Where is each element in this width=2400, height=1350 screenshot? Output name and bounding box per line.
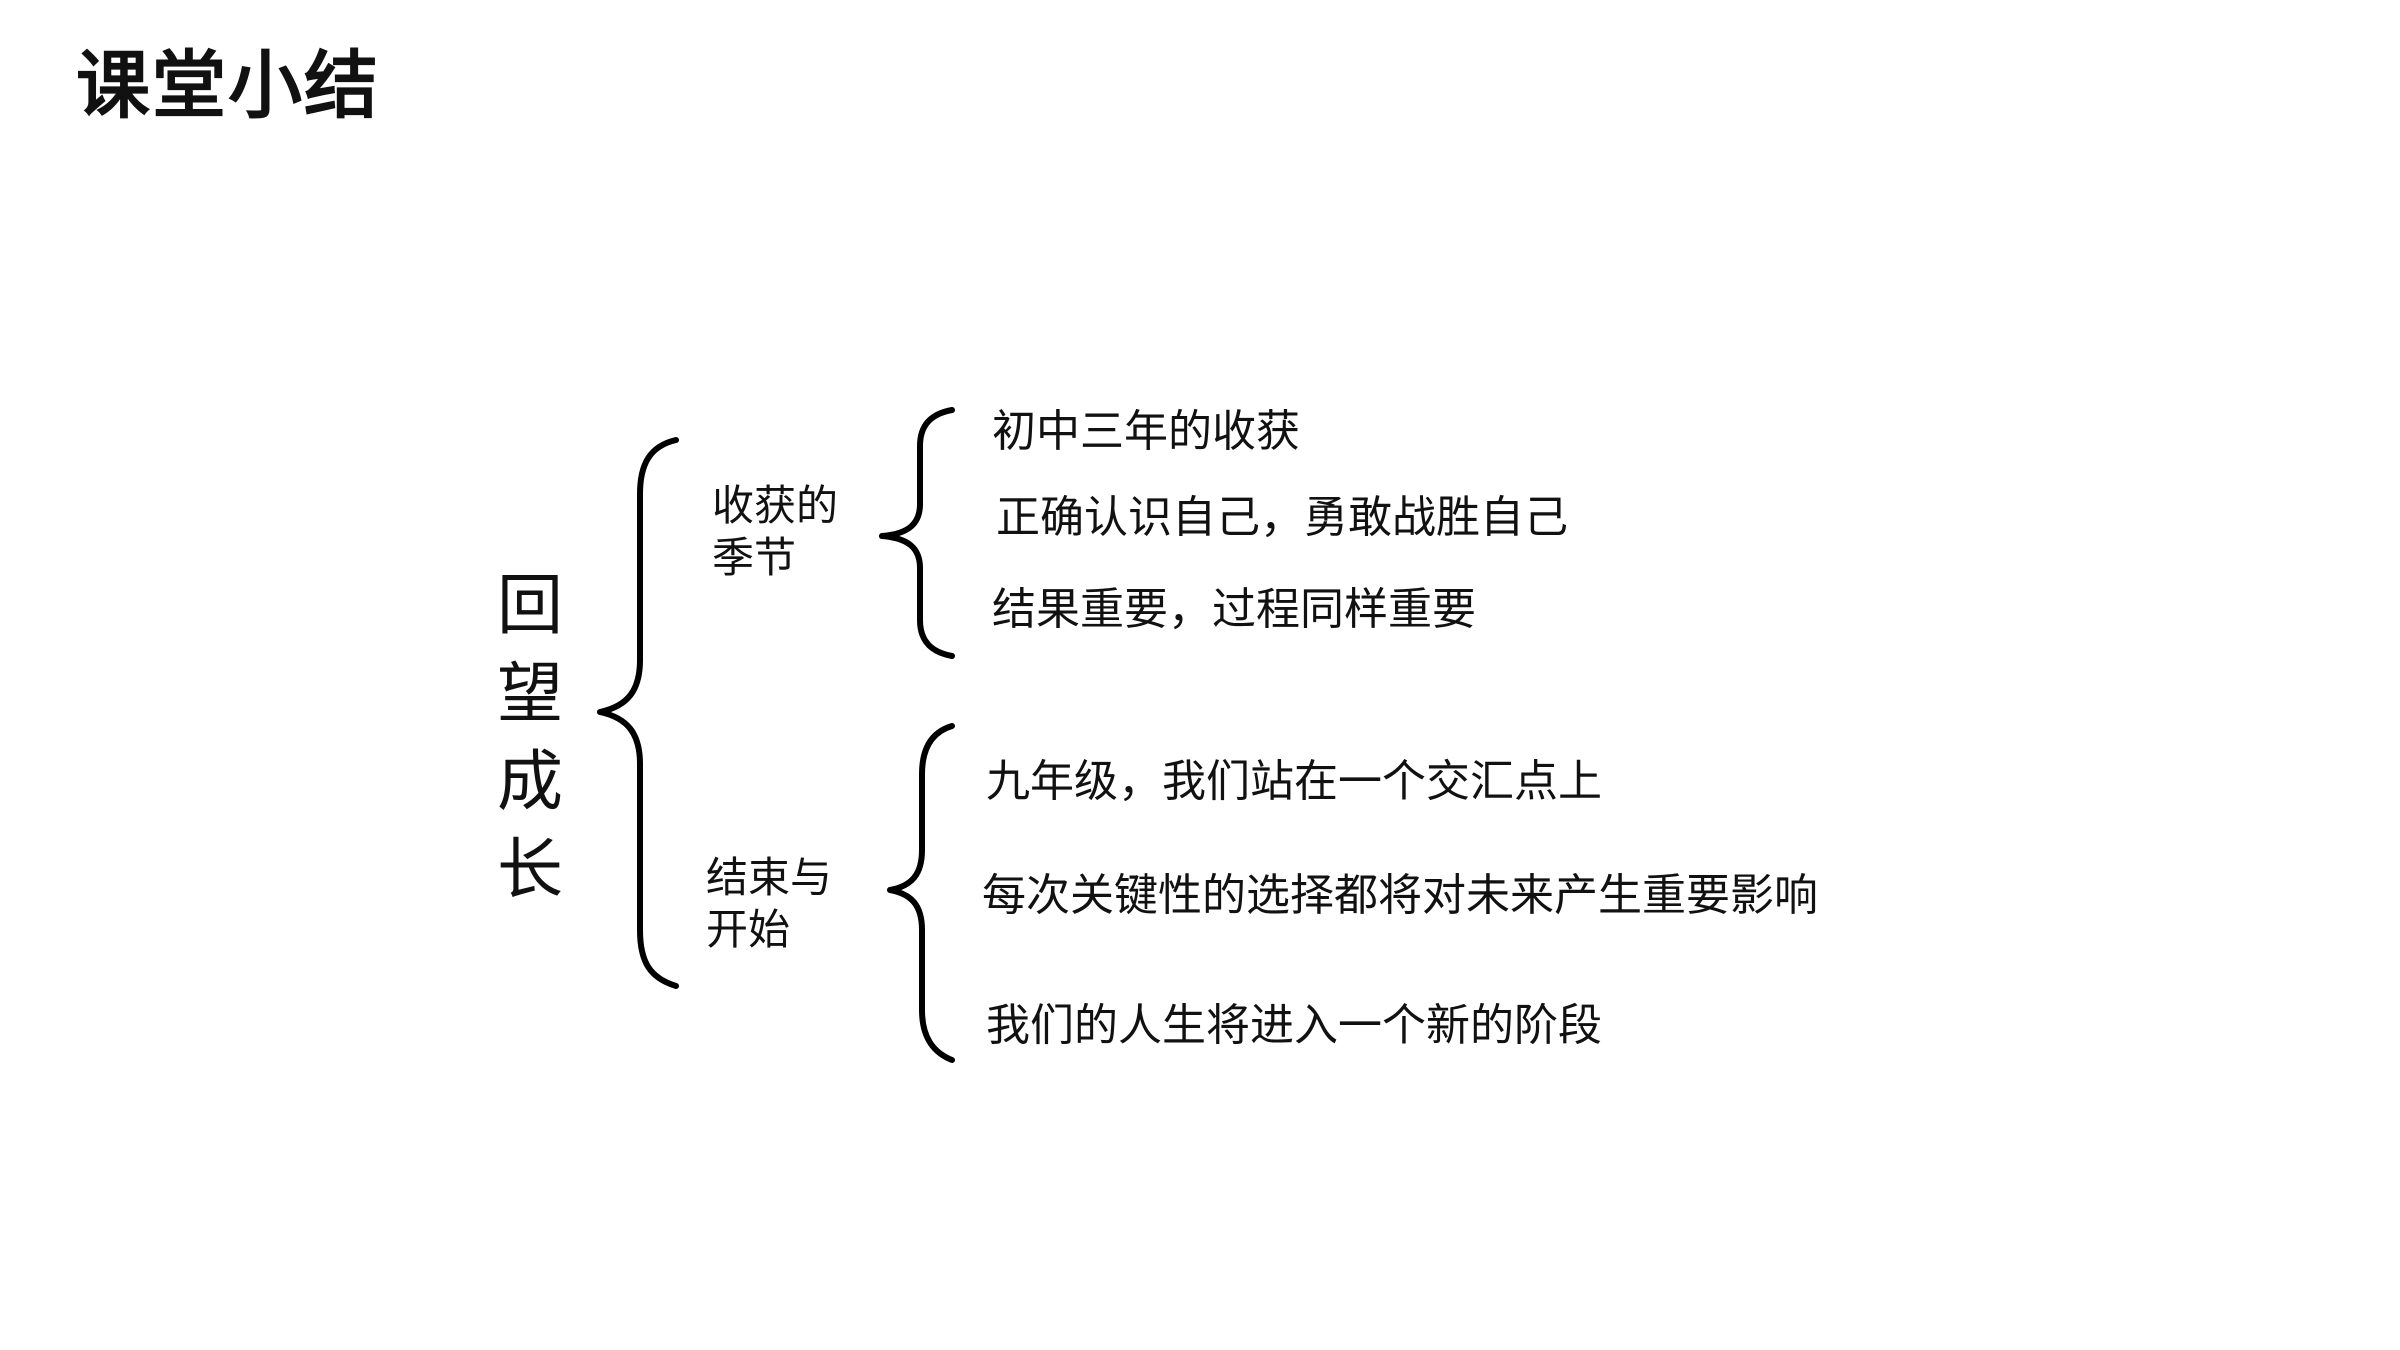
leaf-item: 我们的人生将进入一个新的阶段 bbox=[986, 1000, 1602, 1051]
leaf-item: 正确认识自己，勇敢战胜自己 bbox=[996, 492, 1568, 543]
root-char: 成 bbox=[497, 743, 563, 820]
leaf-item: 每次关键性的选择都将对未来产生重要影响 bbox=[982, 870, 1818, 921]
branch-label-end-start: 结束与 开始 bbox=[706, 852, 832, 956]
branch-label-line: 结束与 bbox=[706, 853, 833, 902]
branch-brace-harvest bbox=[879, 407, 955, 659]
leaf-item: 结果重要，过程同样重要 bbox=[992, 584, 1476, 635]
leaf-item: 九年级，我们站在一个交汇点上 bbox=[986, 756, 1602, 807]
slide-title: 课堂小结 bbox=[76, 43, 380, 129]
branch-label-line: 季节 bbox=[712, 533, 797, 582]
leaf-item: 初中三年的收获 bbox=[992, 406, 1300, 457]
branch-label-harvest: 收获的 季节 bbox=[712, 480, 838, 584]
branch-brace-end-start bbox=[887, 723, 955, 1063]
branch-label-line: 收获的 bbox=[712, 481, 839, 530]
branch-label-line: 开始 bbox=[706, 905, 791, 954]
root-label: 回 望 成 长 bbox=[490, 562, 570, 914]
root-char: 回 bbox=[497, 567, 563, 644]
root-char: 望 bbox=[497, 655, 563, 732]
root-char: 长 bbox=[497, 831, 563, 908]
root-brace bbox=[597, 437, 679, 989]
